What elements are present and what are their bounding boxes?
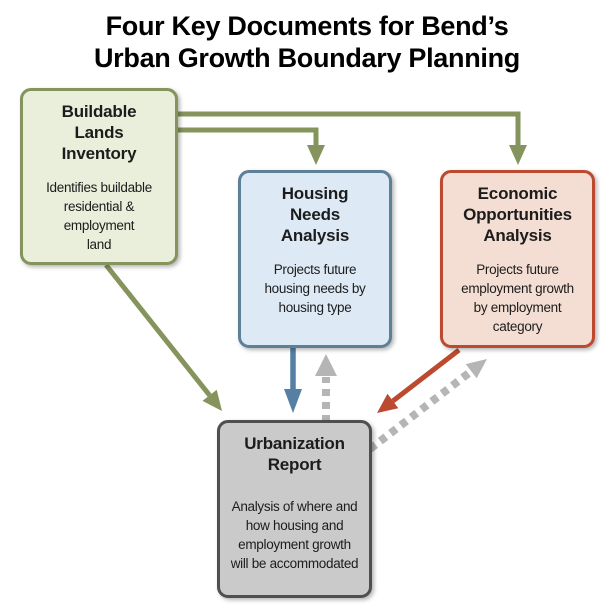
box-housing-needs-analysis: Housing Needs Analysis Projects future h…	[238, 170, 392, 348]
arrow-buildable-to-housing	[178, 127, 325, 165]
arrow-buildable-to-urbanization	[104, 263, 222, 411]
housing-needs-heading: Housing Needs Analysis	[280, 184, 350, 245]
housing-needs-description: Projects future housing needs by housing…	[264, 262, 366, 315]
arrow-housing-to-urbanization	[284, 348, 302, 413]
arrow-buildable-to-economic	[178, 111, 527, 165]
economic-opportunities-description: Projects future employment growth by emp…	[461, 262, 574, 334]
dashed-arrow-urbanization-to-economic	[367, 359, 487, 453]
diagram-title: Four Key Documents for Bend’s Urban Grow…	[93, 11, 520, 73]
dashed-arrow-urbanization-to-housing	[315, 354, 337, 422]
arrow-economic-to-urbanization	[377, 348, 461, 413]
buildable-lands-description: Identifies buildable residential & emplo…	[46, 180, 152, 252]
box-buildable-lands-inventory: Buildable Lands Inventory Identifies bui…	[20, 88, 178, 265]
economic-opportunities-heading: Economic Opportunities Analysis	[463, 184, 572, 245]
buildable-lands-heading: Buildable Lands Inventory	[61, 102, 137, 163]
box-urbanization-report: Urbanization Report Analysis of where an…	[217, 420, 372, 598]
urbanization-report-heading: Urbanization Report	[244, 434, 345, 474]
box-economic-opportunities-analysis: Economic Opportunities Analysis Projects…	[440, 170, 595, 348]
urbanization-report-description: Analysis of where and how housing and em…	[230, 499, 359, 571]
